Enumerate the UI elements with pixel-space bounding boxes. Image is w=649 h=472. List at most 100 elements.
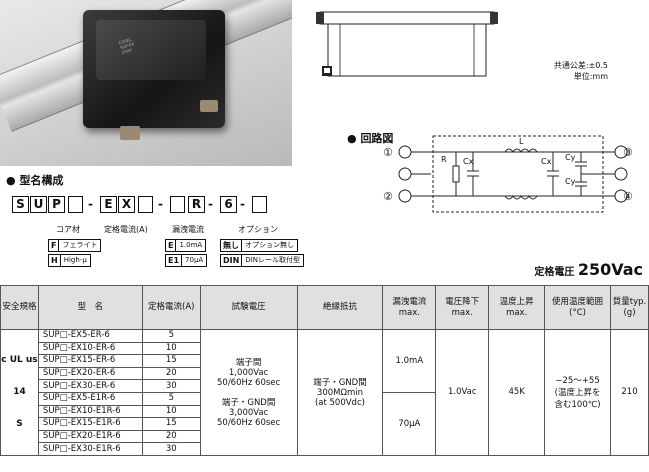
code-dash: -: [208, 197, 213, 211]
current-cell: 30: [141, 442, 201, 456]
core-desc: High-μ: [60, 254, 91, 267]
model-cell: SUP□-EX5-ER-6: [37, 329, 143, 343]
model-cell: SUP□-EX5-E1R-6: [37, 391, 143, 406]
note-current: 定格電流(A): [104, 225, 148, 234]
circuit-diagram: R Cx L Cx Cy Cy: [398, 135, 628, 213]
col-safety: 安全規格: [0, 285, 39, 330]
leak-desc: 70μA: [182, 254, 208, 267]
cy1-label: Cy: [565, 153, 576, 162]
temp-range-cell: −25～+55 (温度上昇を 含む100℃): [544, 329, 611, 456]
ul-logo: c UL us: [1, 355, 38, 366]
code-blank-option: [252, 196, 267, 213]
code-p: P: [48, 196, 65, 213]
note-leak: 漏洩電流: [172, 225, 204, 234]
note-option: オプション: [238, 225, 278, 234]
model-title: ● 型名構成: [6, 174, 64, 187]
spec-table: 安全規格 型 名 定格電流(A) 試験電圧 絶縁抵抗 漏洩電流max. 電圧降下…: [0, 285, 649, 456]
code-x: X: [118, 196, 135, 213]
col-model: 型 名: [37, 285, 143, 330]
option-code: DIN: [220, 254, 243, 267]
ins-line: 端子・GND間: [313, 378, 367, 389]
code-6: 6: [220, 196, 237, 213]
col-temp-range: 使用温度範囲(°C): [544, 285, 611, 330]
col-leak: 漏洩電流max.: [382, 285, 437, 330]
unit-text: 単位:mm: [573, 72, 608, 81]
filter-top: [96, 20, 206, 80]
model-cell: SUP□-EX20-ER-6: [37, 366, 143, 381]
ins-line: 300MΩmin: [316, 388, 363, 399]
current-cell: 30: [141, 379, 201, 393]
code-r: R: [188, 196, 205, 213]
current-cell: 20: [141, 429, 201, 444]
leak-cell-2: 70μA: [382, 391, 437, 456]
col-test-voltage: 試験電圧: [199, 285, 298, 330]
circuit-title: ● 回路図: [347, 132, 394, 145]
range-line: 含む100℃): [554, 400, 601, 411]
model-cell: SUP□-EX10-ER-6: [37, 341, 143, 356]
ins-line: (at 500Vdc): [314, 398, 365, 409]
code-e: E: [100, 196, 117, 213]
range-line: (温度上昇を: [554, 388, 601, 399]
tv2-line: 端子・GND間: [221, 398, 276, 409]
model-cell: SUP□-EX20-E1R-6: [37, 429, 143, 444]
terminal-1: ①: [383, 146, 393, 159]
leak-code: E1: [165, 254, 183, 267]
cx2-label: Cx: [541, 157, 552, 166]
current-cell: 15: [141, 354, 201, 368]
rated-voltage-value: 250Vac: [577, 260, 643, 279]
cy2-label: Cy: [565, 177, 576, 186]
col-voltage-drop: 電圧降下max.: [435, 285, 490, 330]
mass-cell: 210: [610, 329, 649, 456]
circuit-title-text: 回路図: [360, 132, 394, 145]
rated-voltage: 定格電圧 250Vac: [534, 260, 643, 279]
model-cell: SUP□-EX15-E1R-6: [37, 417, 143, 431]
terminal-4: ④: [623, 190, 633, 203]
option-desc: オプション無し: [242, 239, 298, 252]
tolerance-text: 共通公差:±0.5: [553, 61, 608, 70]
current-cell: 5: [141, 329, 201, 343]
rated-voltage-label: 定格電圧: [534, 267, 575, 278]
s-mark-logo: S: [16, 419, 23, 430]
leak-cell-1: 1.0mA: [382, 329, 437, 393]
model-cell: SUP□-EX30-ER-6: [37, 379, 143, 393]
tolerance-note: 共通公差:±0.5 単位:mm: [554, 60, 608, 82]
terminal-3: ③: [623, 146, 633, 159]
code-blank-current: [138, 196, 153, 213]
current-cell: 10: [141, 404, 201, 419]
current-cell: 10: [141, 341, 201, 356]
tv1-line: 端子間: [235, 358, 262, 369]
col-insulation: 絶縁抵抗: [296, 285, 384, 330]
code-u: U: [30, 196, 47, 213]
leak-code: E: [165, 239, 177, 252]
inductor-label: L: [519, 137, 524, 146]
tv1-line: 1,000Vac: [228, 368, 269, 379]
terminal-2: ②: [383, 190, 393, 203]
code-dash: -: [240, 197, 245, 211]
cx1-label: Cx: [463, 157, 474, 166]
core-desc: フェライト: [59, 239, 102, 252]
code-blank-leak: [170, 196, 185, 213]
ce-logo: 14: [13, 387, 26, 398]
core-code: H: [48, 254, 61, 267]
model-title-text: 型名構成: [19, 174, 64, 187]
code-dash: -: [158, 197, 163, 211]
table-header: 安全規格 型 名 定格電流(A) 試験電圧 絶縁抵抗 漏洩電流max. 電圧降下…: [0, 285, 649, 330]
tv1-line: 50/60Hz 60sec: [217, 378, 281, 389]
option-code: 無し: [220, 239, 242, 252]
voltage-drop-cell: 1.0Vac: [435, 329, 490, 456]
table-row: c UL us 14 S SUP□-EX5-ER-6 5 端子間 1,000Va…: [0, 329, 649, 456]
core-code: F: [48, 239, 60, 252]
model-cell: SUP□-EX15-ER-6: [37, 354, 143, 368]
resistor-label: R: [441, 155, 447, 164]
current-cell: 20: [141, 366, 201, 381]
col-current: 定格電流(A): [141, 285, 201, 330]
